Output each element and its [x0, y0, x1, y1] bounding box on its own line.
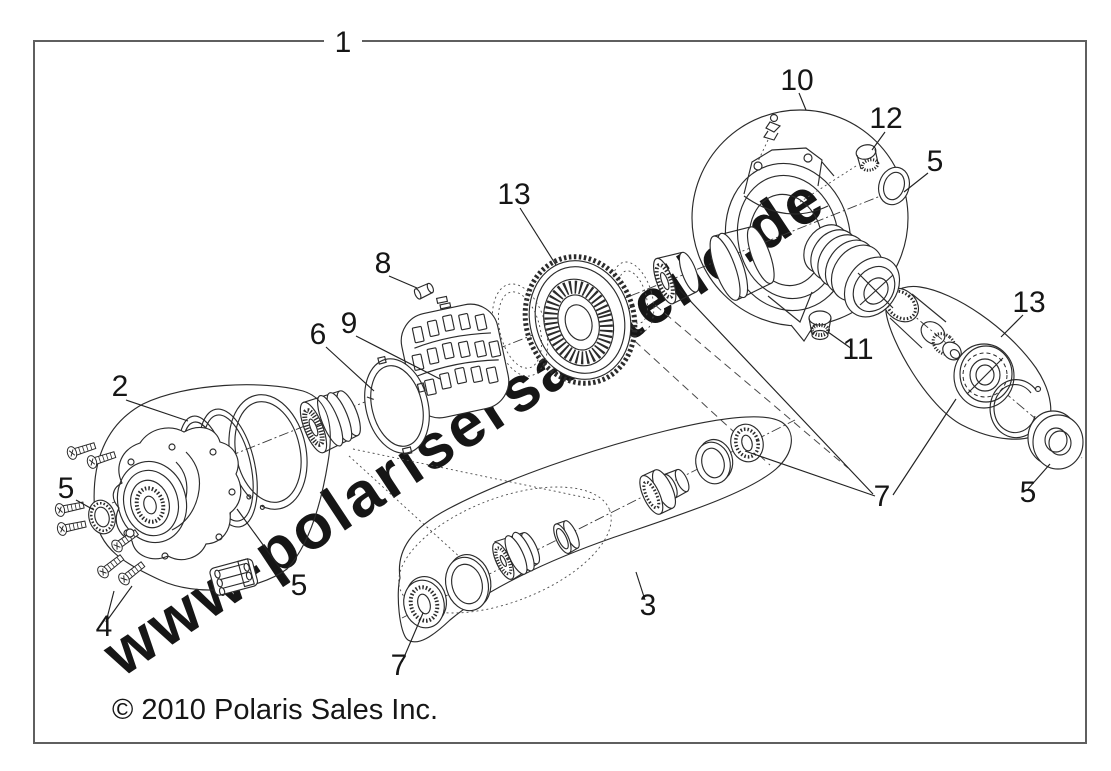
callout-13-right: 13: [1012, 286, 1045, 319]
spacer-ring: [553, 520, 580, 554]
boot-ring-dotted: [611, 261, 655, 333]
ring-gear: [522, 254, 638, 386]
cover-balloon-outline: [93, 384, 331, 591]
cover-screws: [53, 438, 148, 588]
callout-10: 10: [780, 64, 813, 97]
callout-2: 2: [112, 370, 129, 403]
coupler-right: [639, 468, 690, 515]
border-gap: [324, 31, 362, 51]
bearing-bottom: [403, 575, 447, 629]
roller-cage: [400, 295, 510, 419]
spacer-cylinder: [709, 226, 775, 301]
callout-6: 6: [310, 318, 327, 351]
callout-8: 8: [375, 247, 392, 280]
washer-left: [444, 554, 492, 612]
callout-3: 3: [640, 589, 657, 622]
armature-plate: [364, 355, 430, 456]
gearcase-cover: [112, 426, 242, 561]
callout-5-right: 5: [1020, 476, 1037, 509]
seal-top-right: [877, 166, 911, 206]
copyright-text: © 2010 Polaris Sales Inc.: [112, 694, 438, 726]
callout-11: 11: [842, 333, 873, 366]
carrier-group: [397, 416, 792, 643]
grease-fitting: [752, 113, 782, 173]
callout-7-right: 7: [874, 480, 891, 513]
callout-4: 4: [96, 610, 113, 643]
splined-coupler: [492, 531, 541, 581]
border-rect: [33, 40, 1087, 744]
carrier-balloon-outline: [397, 416, 792, 643]
washer-disc-right: [1027, 410, 1084, 470]
bearing-pinion: [953, 343, 1015, 409]
callout-1: 1: [335, 26, 352, 59]
plug-top: [799, 144, 880, 203]
carrier-subgroup-outline: [398, 486, 612, 614]
leader-lines: [75, 92, 1051, 663]
pinion-group: [882, 285, 1084, 470]
callout-labels: 1 2 3 4 5 5 5 5 6 7 7 8 9 10 11 12 13 13: [58, 26, 1046, 682]
callout-5-mid: 5: [291, 569, 308, 602]
callout-13-center: 13: [497, 178, 530, 211]
output-cover-group: [691, 109, 911, 342]
plug-bottom: [808, 310, 832, 341]
roll-pin-set: [209, 558, 259, 597]
frame-border: [33, 31, 1087, 744]
washer-right: [695, 438, 734, 485]
callout-7-bottom: 7: [391, 649, 408, 682]
bearing-small-right: [730, 423, 764, 463]
dowel-pin: [413, 282, 435, 300]
output-tube: [803, 224, 901, 318]
seal-left: [88, 499, 116, 535]
callout-5-left: 5: [58, 472, 75, 505]
center-chain-group: [299, 226, 775, 456]
callout-12: 12: [869, 102, 902, 135]
nut: [125, 528, 135, 538]
callout-5-top-right: 5: [927, 145, 944, 178]
bearing-center: [653, 251, 700, 305]
cover-group: [53, 384, 331, 597]
callout-9: 9: [341, 307, 358, 340]
